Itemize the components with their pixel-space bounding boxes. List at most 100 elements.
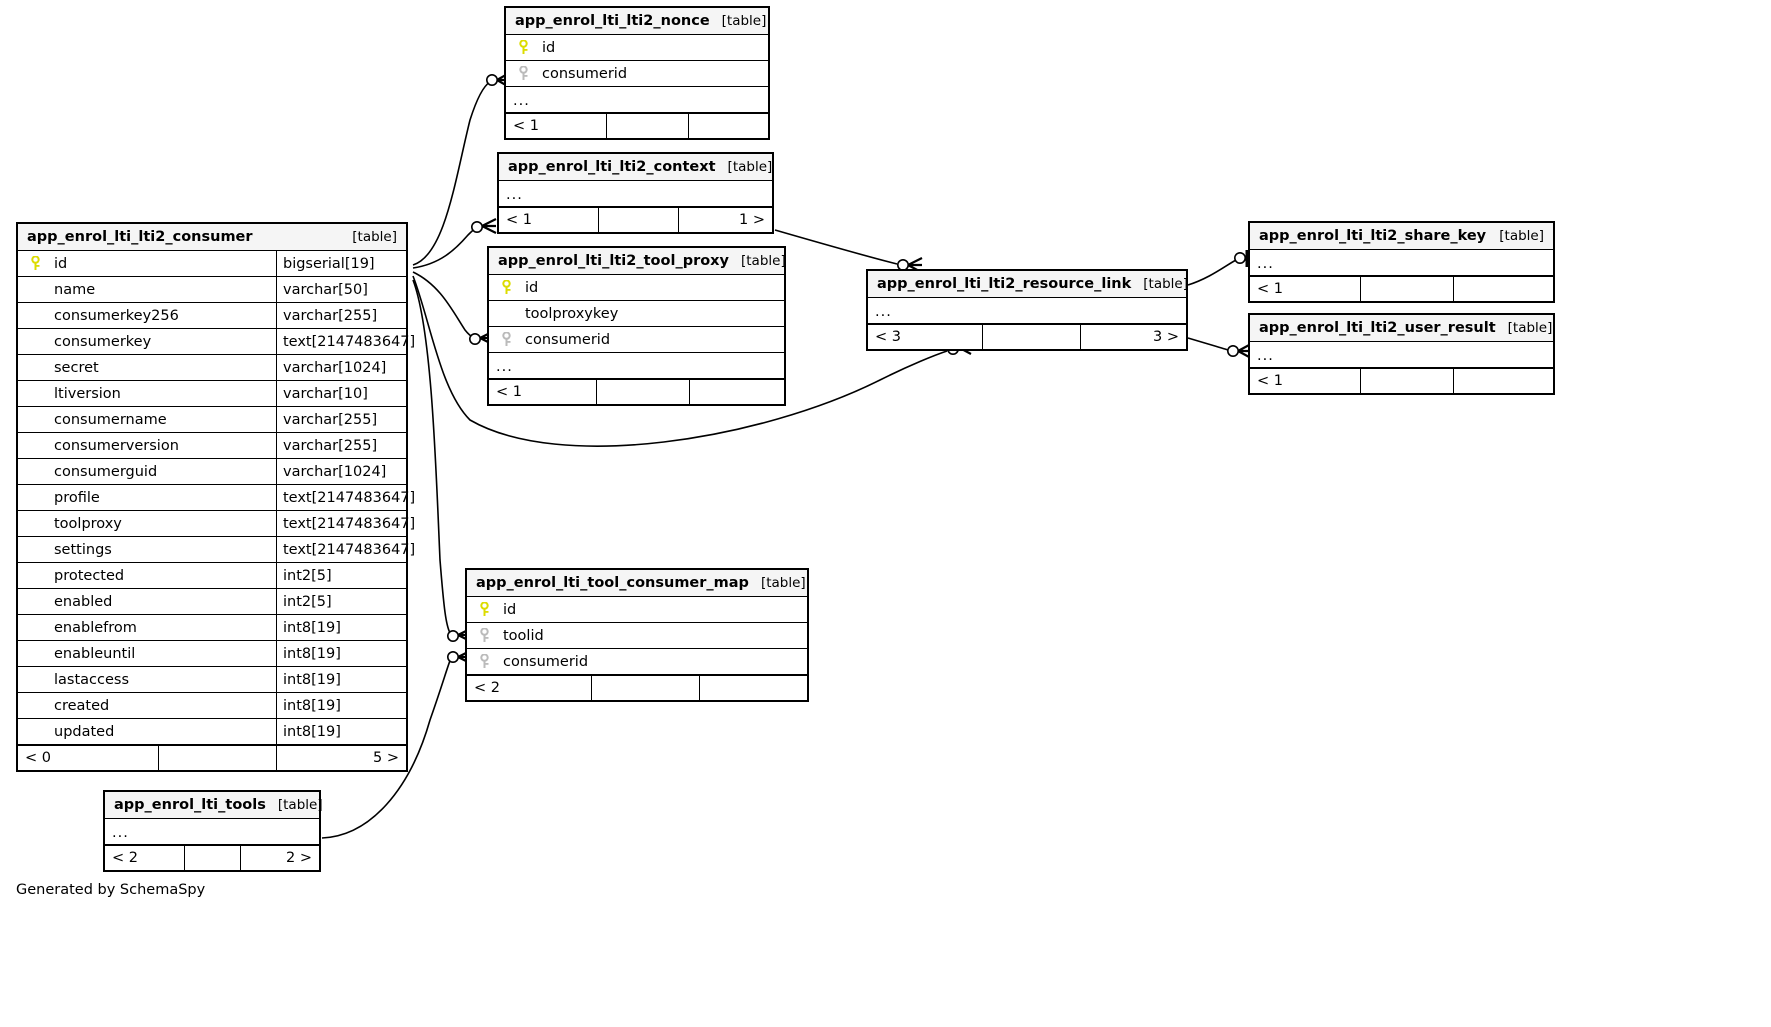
column-label: toolid <box>503 627 544 644</box>
footer-parent-count: < 1 <box>513 118 539 134</box>
table-type-tag: [table] <box>760 574 806 591</box>
table-node-tool-proxy[interactable]: app_enrol_lti_lti2_tool_proxy [table] id… <box>487 246 786 406</box>
column-type: varchar[10] <box>276 381 406 406</box>
column-name-cell: created <box>18 693 276 718</box>
table-title: app_enrol_lti_tool_consumer_map <box>476 574 749 591</box>
column-label: enableuntil <box>54 645 136 662</box>
column-name-cell: consumerid <box>489 327 784 352</box>
table-type-tag: [table] <box>741 252 786 269</box>
column-type: int2[5] <box>276 563 406 588</box>
table-header-share-key: app_enrol_lti_lti2_share_key [table] <box>1250 223 1553 250</box>
column-type: bigserial[19] <box>276 251 406 276</box>
column-label: lastaccess <box>54 671 130 688</box>
table-node-resource-link[interactable]: app_enrol_lti_lti2_resource_link [table]… <box>866 269 1188 351</box>
table-row: settings text[2147483647] <box>18 537 415 563</box>
table-node-consumer[interactable]: app_enrol_lti_lti2_consumer [table] id b… <box>16 222 415 772</box>
table-header-resource-link: app_enrol_lti_lti2_resource_link [table] <box>868 271 1188 298</box>
column-name-cell: consumerid <box>467 649 807 674</box>
column-type: varchar[255] <box>276 407 406 432</box>
column-label: enabled <box>54 593 113 610</box>
footer-parent-count: < 3 <box>875 329 901 345</box>
table-row: name varchar[50] <box>18 277 406 303</box>
footer-parent-count: < 2 <box>474 680 500 696</box>
edge-sharekey-optional-marker <box>1234 252 1247 265</box>
footer-child-count: 3 > <box>1080 325 1186 349</box>
table-row: consumername varchar[255] <box>18 407 406 433</box>
footer-child-count <box>1453 277 1553 301</box>
column-name-cell: toolid <box>467 623 807 648</box>
table-row: toolproxykey <box>489 301 784 327</box>
table-header-tool-consumer-map: app_enrol_lti_tool_consumer_map [table] <box>467 570 807 597</box>
table-row: toolproxy text[2147483647] <box>18 511 415 537</box>
table-node-context[interactable]: app_enrol_lti_lti2_context [table] ... <… <box>497 152 774 234</box>
table-header-context: app_enrol_lti_lti2_context [table] <box>499 154 772 181</box>
column-name-cell: id <box>467 597 807 622</box>
table-node-nonce[interactable]: app_enrol_lti_lti2_nonce [table] id <box>504 6 770 140</box>
footer-child-count <box>688 114 768 138</box>
table-header-lti-tools: app_enrol_lti_tools [table] <box>105 792 323 819</box>
table-title: app_enrol_lti_lti2_user_result <box>1259 319 1496 336</box>
column-name-cell: lastaccess <box>18 667 276 692</box>
table-more-columns-ellipsis: ... <box>489 353 784 379</box>
table-type-tag: [table] <box>727 158 773 175</box>
edge-context-crowfoot <box>481 218 497 234</box>
table-header-tool-proxy: app_enrol_lti_lti2_tool_proxy [table] <box>489 248 786 275</box>
foreign-key-icon <box>473 628 495 643</box>
edge-resourcelink-sharekey <box>1187 259 1237 286</box>
column-name-cell: consumerguid <box>18 459 276 484</box>
footer-middle <box>606 114 688 138</box>
column-type: text[2147483647] <box>276 485 415 510</box>
column-label: consumerid <box>503 653 589 670</box>
table-footer-user-result: < 1 <box>1250 368 1553 393</box>
column-name-cell: name <box>18 277 276 302</box>
table-row: profile text[2147483647] <box>18 485 415 511</box>
footer-parent-count: < 1 <box>1257 281 1283 297</box>
footer-middle <box>1360 277 1453 301</box>
table-node-lti-tools[interactable]: app_enrol_lti_tools [table] ... < 2 2 > <box>103 790 323 872</box>
foreign-key-icon <box>495 332 517 347</box>
table-row: created int8[19] <box>18 693 406 719</box>
table-title: app_enrol_lti_tools <box>114 796 266 813</box>
table-type-tag: [table] <box>1499 227 1544 244</box>
edge-toolconsumermap-optional-marker-1 <box>446 629 459 642</box>
table-type-tag: [table] <box>352 228 397 245</box>
table-node-tool-consumer-map[interactable]: app_enrol_lti_tool_consumer_map [table] … <box>465 568 809 702</box>
edge-userresult-optional-marker <box>1227 344 1240 357</box>
column-name-cell: consumerkey <box>18 329 276 354</box>
table-title: app_enrol_lti_lti2_nonce <box>515 12 710 29</box>
footer-parent-count: < 1 <box>1257 373 1283 389</box>
column-name-cell: protected <box>18 563 276 588</box>
table-row: consumerversion varchar[255] <box>18 433 406 459</box>
column-name-cell: enableuntil <box>18 641 276 666</box>
column-label: secret <box>54 359 99 376</box>
column-label: id <box>525 279 539 296</box>
footer-middle <box>596 380 689 404</box>
column-label: consumerkey256 <box>54 307 179 324</box>
column-name-cell: consumerversion <box>18 433 276 458</box>
table-row: enabled int2[5] <box>18 589 406 615</box>
column-label: settings <box>54 541 112 558</box>
column-label: enablefrom <box>54 619 137 636</box>
column-type: int8[19] <box>276 693 406 718</box>
column-type: int8[19] <box>276 719 406 744</box>
table-type-tag: [table] <box>1143 275 1188 292</box>
footer-middle <box>158 746 276 770</box>
edge-toolconsumermap-optional-marker-2 <box>446 650 459 663</box>
foreign-key-icon <box>473 654 495 669</box>
footer-child-count: 1 > <box>678 208 772 232</box>
primary-key-icon <box>512 40 534 55</box>
table-row: consumerid <box>467 649 807 675</box>
table-node-share-key[interactable]: app_enrol_lti_lti2_share_key [table] ...… <box>1248 221 1555 303</box>
table-footer-context: < 1 1 > <box>499 207 772 232</box>
column-label: consumerguid <box>54 463 158 480</box>
table-footer-resource-link: < 3 3 > <box>868 324 1186 349</box>
column-label: name <box>54 281 96 298</box>
column-label: updated <box>54 723 115 740</box>
table-row: ltiversion varchar[10] <box>18 381 406 407</box>
table-type-tag: [table] <box>277 796 323 813</box>
column-name-cell: toolproxy <box>18 511 276 536</box>
footer-middle <box>184 846 240 870</box>
table-row: lastaccess int8[19] <box>18 667 406 693</box>
table-node-user-result[interactable]: app_enrol_lti_lti2_user_result [table] .… <box>1248 313 1555 395</box>
